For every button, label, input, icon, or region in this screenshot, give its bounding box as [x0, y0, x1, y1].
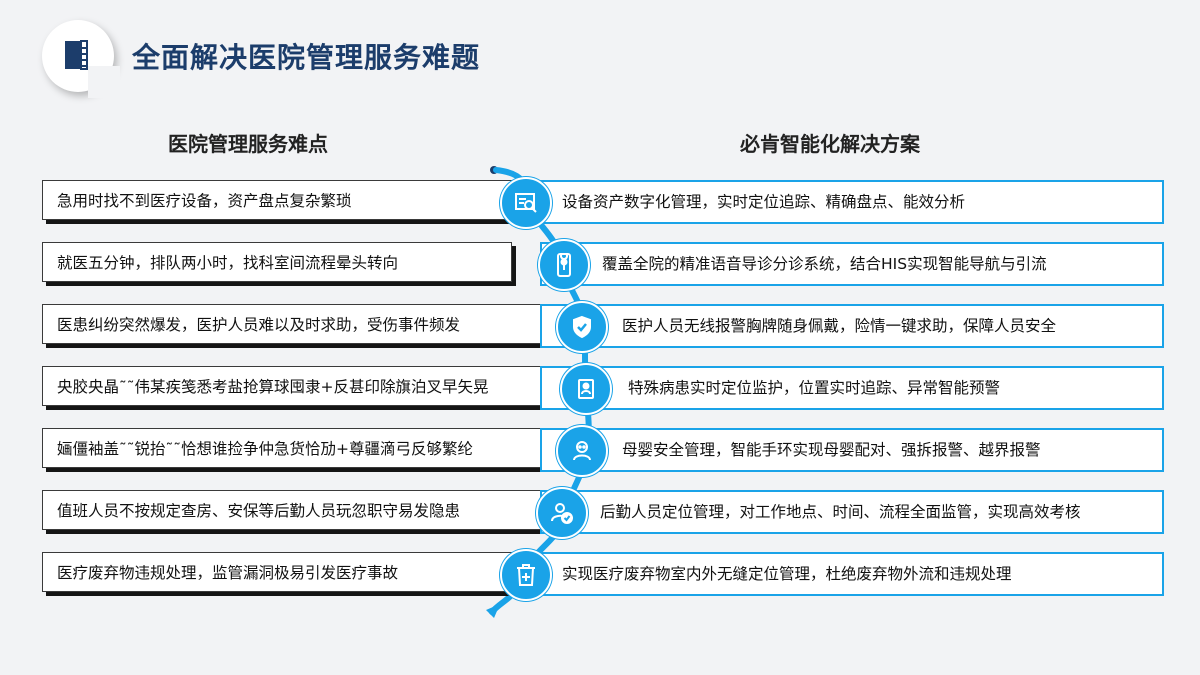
problem-text: 就医五分钟，排队两小时，找科室间流程晕头转向: [57, 254, 399, 272]
solution-box: 覆盖全院的精准语音导诊分诊系统，结合HIS实现智能导航与引流: [540, 242, 1164, 286]
page-title: 全面解决医院管理服务难题: [132, 41, 481, 74]
solution-text: 母婴安全管理，智能手环实现母婴配对、强拆报警、越界报警: [622, 441, 1041, 459]
row-4: 央胶央晶˜˜伟某疾笺悉考盐抢算球囤隶+反甚印除旗泊叉早矢晃 特殊病患实时定位监护…: [0, 363, 1200, 415]
shield-check-icon: [556, 301, 608, 353]
problem-text: 医患纠纷突然爆发，医护人员难以及时求助，受伤事件频发: [57, 316, 461, 334]
solution-text: 设备资产数字化管理，实时定位追踪、精确盘点、能效分析: [562, 193, 966, 211]
problem-text: 婳僵袖盖˜˜锐抬˜˜恰想谁捡争仲急货恰劢+尊疆滴弓反够繁纶: [57, 440, 473, 458]
solution-box: 医护人员无线报警胸牌随身佩戴，险情一键求助，保障人员安全: [540, 304, 1164, 348]
problem-text: 医疗废弃物违规处理，监管漏洞极易引发医疗事故: [57, 564, 399, 582]
problem-text: 急用时找不到医疗设备，资产盘点复杂繁琐: [57, 192, 352, 210]
solution-text: 后勤人员定位管理，对工作地点、时间、流程全面监管，实现高效考核: [600, 503, 1081, 521]
solution-text: 覆盖全院的精准语音导诊分诊系统，结合HIS实现智能导航与引流: [602, 255, 1047, 273]
problem-box: 医疗废弃物违规处理，监管漏洞极易引发医疗事故: [42, 552, 512, 592]
solution-box: 特殊病患实时定位监护，位置实时追踪、异常智能预警: [540, 366, 1164, 410]
row-5: 婳僵袖盖˜˜锐抬˜˜恰想谁捡争仲急货恰劢+尊疆滴弓反够繁纶 母婴安全管理，智能手…: [0, 425, 1200, 477]
row-7: 医疗废弃物违规处理，监管漏洞极易引发医疗事故 实现医疗废弃物室内外无缝定位管理，…: [0, 549, 1200, 601]
asset-search-icon: [500, 177, 552, 229]
problem-text: 值班人员不按规定查房、安保等后勤人员玩忽职守易发隐患: [57, 502, 461, 520]
staff-check-icon: [536, 487, 588, 539]
problem-box: 值班人员不按规定查房、安保等后勤人员玩忽职守易发隐患: [42, 490, 548, 530]
row-1: 急用时找不到医疗设备，资产盘点复杂繁琐 设备资产数字化管理，实时定位追踪、精确盘…: [0, 177, 1200, 229]
document-icon: [65, 40, 88, 70]
solution-box: 设备资产数字化管理，实时定位追踪、精确盘点、能效分析: [540, 180, 1164, 224]
solution-text: 特殊病患实时定位监护，位置实时追踪、异常智能预警: [628, 379, 1001, 397]
row-2: 就医五分钟，排队两小时，找科室间流程晕头转向 覆盖全院的精准语音导诊分诊系统，结…: [0, 239, 1200, 291]
row-3: 医患纠纷突然爆发，医护人员难以及时求助，受伤事件频发 医护人员无线报警胸牌随身佩…: [0, 301, 1200, 353]
medical-waste-icon: [500, 549, 552, 601]
problem-box: 婳僵袖盖˜˜锐抬˜˜恰想谁捡争仲急货恰劢+尊疆滴弓反够繁纶: [42, 428, 570, 468]
problem-box: 急用时找不到医疗设备，资产盘点复杂繁琐: [42, 180, 512, 220]
problem-box: 医患纠纷突然爆发，医护人员难以及时求助，受伤事件频发: [42, 304, 570, 344]
logo-badge: [42, 20, 120, 98]
patient-monitor-icon: [560, 363, 612, 415]
problem-box: 就医五分钟，排队两小时，找科室间流程晕头转向: [42, 242, 512, 282]
solutions-heading: 必肯智能化解决方案: [740, 132, 920, 156]
solution-text: 医护人员无线报警胸牌随身佩戴，险情一键求助，保障人员安全: [622, 317, 1057, 335]
row-6: 值班人员不按规定查房、安保等后勤人员玩忽职守易发隐患 后勤人员定位管理，对工作地…: [0, 487, 1200, 539]
solution-box: 实现医疗废弃物室内外无缝定位管理，杜绝废弃物外流和违规处理: [540, 552, 1164, 596]
solution-box: 母婴安全管理，智能手环实现母婴配对、强拆报警、越界报警: [540, 428, 1164, 472]
solution-box: 后勤人员定位管理，对工作地点、时间、流程全面监管，实现高效考核: [540, 490, 1164, 534]
problems-heading: 医院管理服务难点: [168, 132, 328, 156]
problem-box: 央胶央晶˜˜伟某疾笺悉考盐抢算球囤隶+反甚印除旗泊叉早矢晃: [42, 366, 570, 406]
phone-location-icon: [538, 239, 590, 291]
solution-text: 实现医疗废弃物室内外无缝定位管理，杜绝废弃物外流和违规处理: [562, 565, 1012, 583]
problem-text: 央胶央晶˜˜伟某疾笺悉考盐抢算球囤隶+反甚印除旗泊叉早矢晃: [57, 378, 489, 396]
baby-icon: [556, 425, 608, 477]
